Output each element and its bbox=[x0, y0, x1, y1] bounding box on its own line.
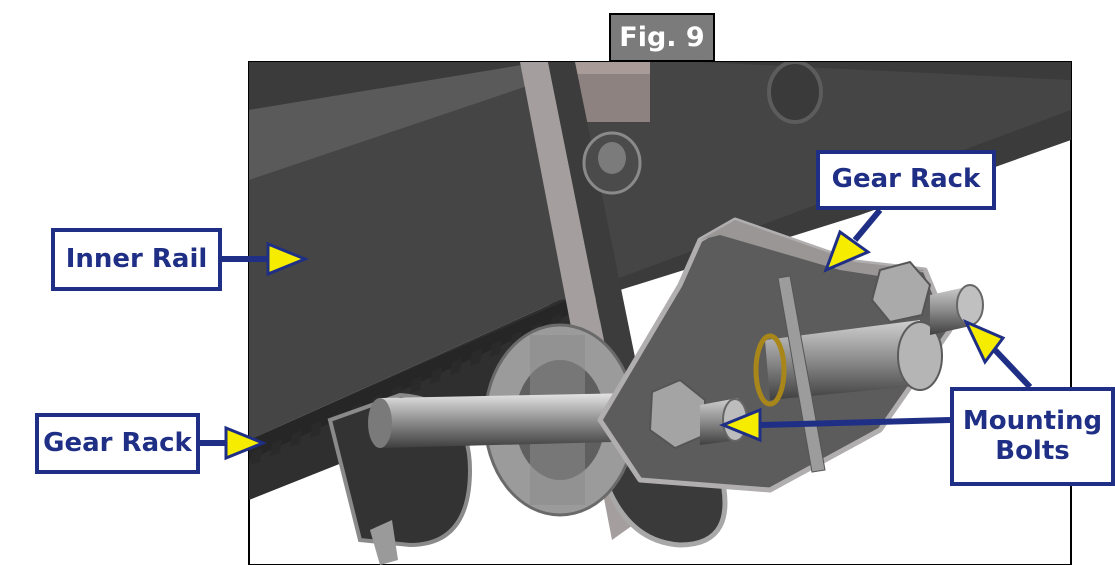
callout-mounting-bolts-line1: Mounting bbox=[962, 405, 1103, 436]
callout-mounting-bolts-line2: Bolts bbox=[995, 435, 1070, 466]
callout-gear-rack-top: Gear Rack bbox=[816, 150, 996, 210]
bolt-end-upper bbox=[956, 284, 984, 326]
callout-inner-rail: Inner Rail bbox=[51, 228, 222, 291]
arrow-mounting-bolt-upper bbox=[962, 319, 1006, 365]
boss-bolt bbox=[598, 142, 626, 174]
leader-gear-rack-left bbox=[200, 425, 267, 461]
arrow-gear-rack-top bbox=[823, 229, 872, 273]
leader-inner-rail bbox=[222, 241, 309, 277]
callout-gear-rack-left-text: Gear Rack bbox=[43, 427, 192, 458]
callout-gear-rack-left: Gear Rack bbox=[35, 413, 200, 474]
bronze-bushing bbox=[753, 333, 787, 407]
leader-mounting-bolts bbox=[719, 319, 1033, 443]
callout-inner-rail-text: Inner Rail bbox=[65, 243, 208, 274]
callout-gear-rack-top-text: Gear Rack bbox=[831, 164, 981, 195]
left-pin bbox=[370, 520, 398, 565]
arrow-gear-rack-left bbox=[224, 425, 267, 461]
leader-gear-rack-top bbox=[823, 208, 883, 273]
figure-number-tab: Fig. 9 bbox=[609, 13, 715, 62]
mount-plate-top-edge bbox=[700, 220, 925, 280]
top-block-face bbox=[560, 62, 650, 74]
callout-mounting-bolts: Mounting Bolts bbox=[950, 387, 1115, 486]
shaft-end bbox=[897, 321, 943, 391]
inner-rail-top-face bbox=[249, 62, 570, 180]
arrow-mounting-bolt-lower bbox=[719, 407, 762, 443]
bolt-head-upper bbox=[870, 260, 932, 324]
arrow-inner-rail bbox=[266, 241, 309, 277]
figure-number-label: Fig. 9 bbox=[619, 22, 705, 53]
slot-hole bbox=[767, 62, 823, 124]
rod-end bbox=[368, 398, 392, 448]
